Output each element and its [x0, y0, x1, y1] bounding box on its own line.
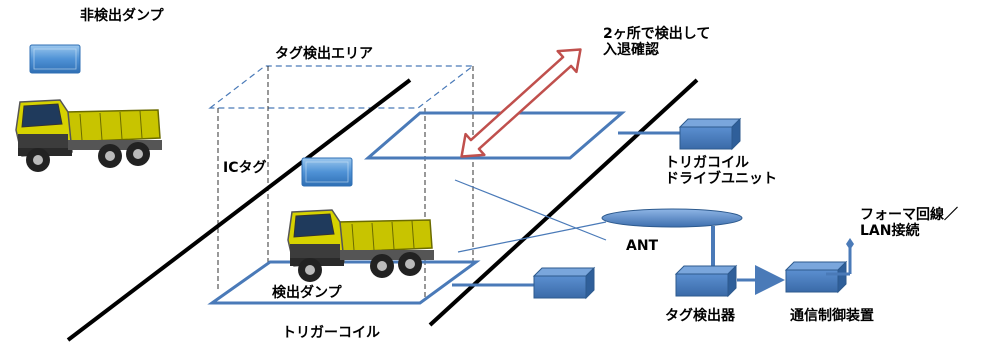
detect-twice-arrow — [460, 48, 582, 158]
label-detect-twice: 2ヶ所で検出して 入退確認 — [603, 26, 711, 59]
road-edge-left — [66, 78, 412, 342]
tag-detect-area — [208, 65, 475, 297]
label-non-detect-dump: 非検出ダンプ — [80, 8, 164, 24]
label-tag-detect-area: タグ検出エリア — [275, 46, 373, 62]
label-trigger-coil-drive-unit: トリガコイル ドライブユニット — [665, 155, 777, 188]
detect-dump-truck — [287, 209, 435, 283]
trigger-coil-drive-unit-box — [679, 118, 741, 150]
lower-trigger-coil — [207, 260, 481, 305]
lower-coil-drive-box — [533, 267, 595, 299]
label-detect-dump: 検出ダンプ — [272, 285, 342, 301]
label-tag-detector: タグ検出器 — [665, 308, 735, 324]
ic-tag-image-2 — [301, 157, 353, 187]
tag-detector-box — [675, 265, 737, 297]
label-ic-tag: ICタグ — [223, 160, 267, 176]
ic-tag-image-1 — [29, 44, 81, 74]
label-former-line: フォーマ回線／ LAN接続 — [860, 207, 958, 240]
label-ant: ANT — [626, 238, 659, 254]
non-detect-dump-truck — [15, 99, 163, 173]
label-comm-control: 通信制御装置 — [790, 308, 874, 324]
antenna — [601, 208, 743, 228]
label-trigger-coil: トリガーコイル — [282, 325, 380, 341]
comm-control-box — [785, 261, 847, 293]
upper-trigger-coil — [363, 111, 627, 160]
